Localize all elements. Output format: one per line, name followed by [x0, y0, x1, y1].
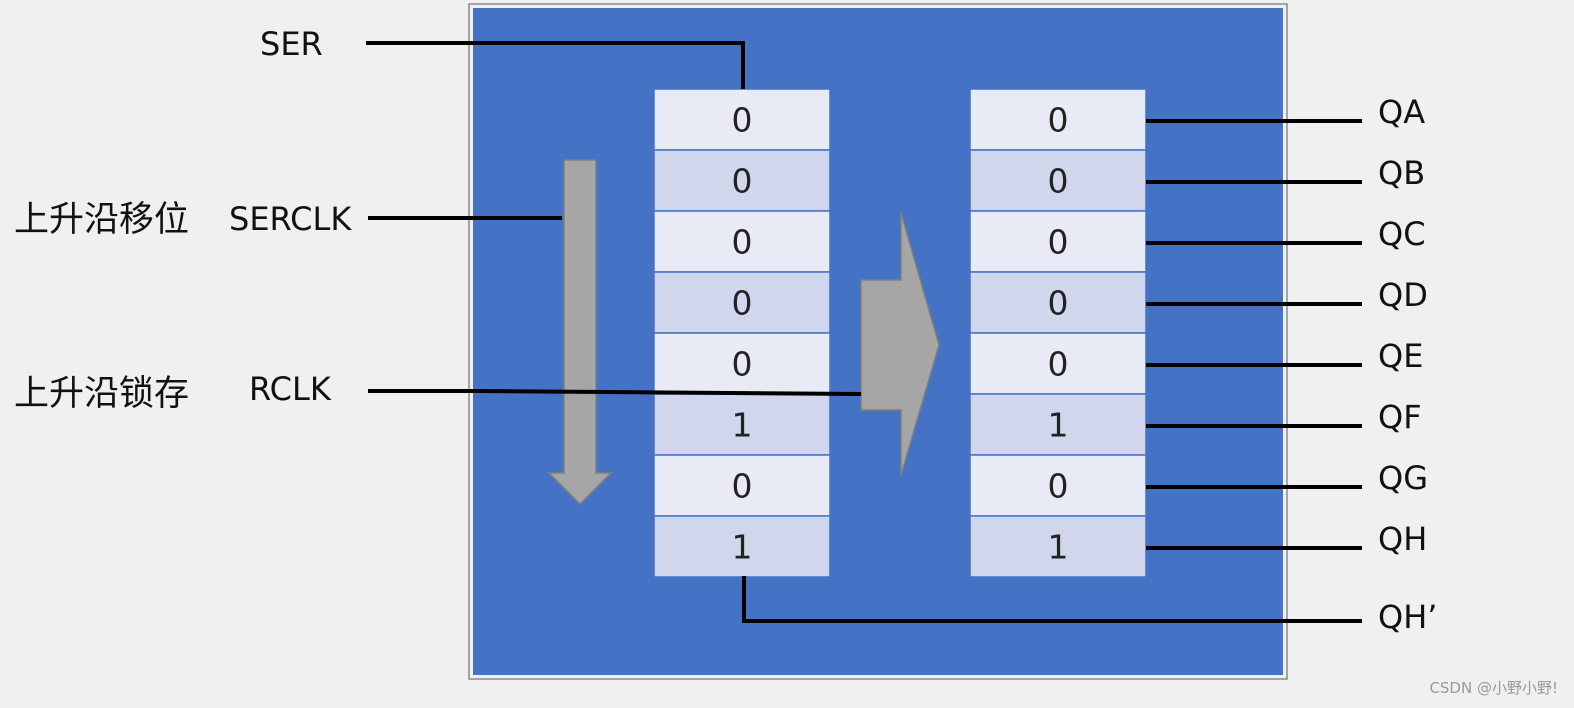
output-label-qg: QG	[1378, 459, 1428, 497]
latch-note-label: 上升沿锁存	[14, 374, 189, 414]
shift-register-cell	[653, 271, 831, 334]
shift-register-bit-value: 0	[732, 345, 753, 384]
storage-register-cell	[969, 393, 1147, 456]
output-label-qd: QD	[1378, 276, 1428, 314]
shift-register: 0 0 0 0 0 1 0 1	[653, 88, 831, 578]
storage-register-cell	[969, 454, 1147, 517]
qh-prime-label: QH’	[1378, 598, 1437, 636]
shift-register-cell	[653, 515, 831, 578]
shift-register-bit-value: 1	[732, 528, 753, 567]
shift-register-bit-value: 1	[732, 406, 753, 445]
ser-label: SER	[260, 25, 323, 63]
storage-register-bit-value: 0	[1048, 345, 1069, 384]
latch-transfer-arrow	[860, 212, 940, 476]
storage-register-bit-value: 0	[1048, 162, 1069, 201]
output-label-qa: QA	[1378, 93, 1425, 131]
serclk-label: SERCLK	[229, 200, 352, 238]
shift-note-label: 上升沿移位	[14, 200, 189, 240]
shift-register-cell	[653, 149, 831, 212]
chip-outer-border	[468, 3, 1288, 680]
storage-register-cell	[969, 515, 1147, 578]
storage-register-bit-value: 0	[1048, 467, 1069, 506]
output-label-qc: QC	[1378, 215, 1426, 253]
shift-register-bit-value: 0	[732, 162, 753, 201]
shift-register-cell	[653, 393, 831, 456]
rclk-wire	[368, 389, 862, 396]
storage-register-bit-value: 0	[1048, 284, 1069, 323]
output-label-qh: QH	[1378, 520, 1427, 558]
shift-register-bit-value: 0	[732, 467, 753, 506]
output-labels: QA QB QC QD QE QF QG QH	[1378, 93, 1428, 558]
output-label-qe: QE	[1378, 337, 1423, 375]
shift-register-cell	[653, 454, 831, 517]
watermark: CSDN @小野小野!	[1429, 679, 1558, 697]
output-label-qb: QB	[1378, 154, 1425, 192]
shift-register-bit-value: 0	[732, 101, 753, 140]
shift-register-bit-value: 0	[732, 284, 753, 323]
shift-register-cell	[653, 210, 831, 273]
ser-wire	[366, 41, 745, 89]
output-wires	[1146, 119, 1362, 550]
wires	[366, 41, 1362, 623]
qh-prime-wire	[742, 576, 1362, 623]
shift-register-bit-value: 0	[732, 223, 753, 262]
storage-register-bit-value: 1	[1048, 528, 1069, 567]
storage-register-bit-value: 1	[1048, 406, 1069, 445]
storage-register-bit-value: 0	[1048, 101, 1069, 140]
storage-register: 0 0 0 0 0 1 0 1	[969, 88, 1147, 578]
shift-direction-arrow	[547, 159, 613, 506]
storage-register-cell	[969, 271, 1147, 334]
output-label-qf: QF	[1378, 398, 1422, 436]
rclk-label: RCLK	[249, 370, 332, 408]
shift-register-cell	[653, 332, 831, 395]
storage-register-bit-value: 0	[1048, 223, 1069, 262]
storage-register-cell	[969, 149, 1147, 212]
